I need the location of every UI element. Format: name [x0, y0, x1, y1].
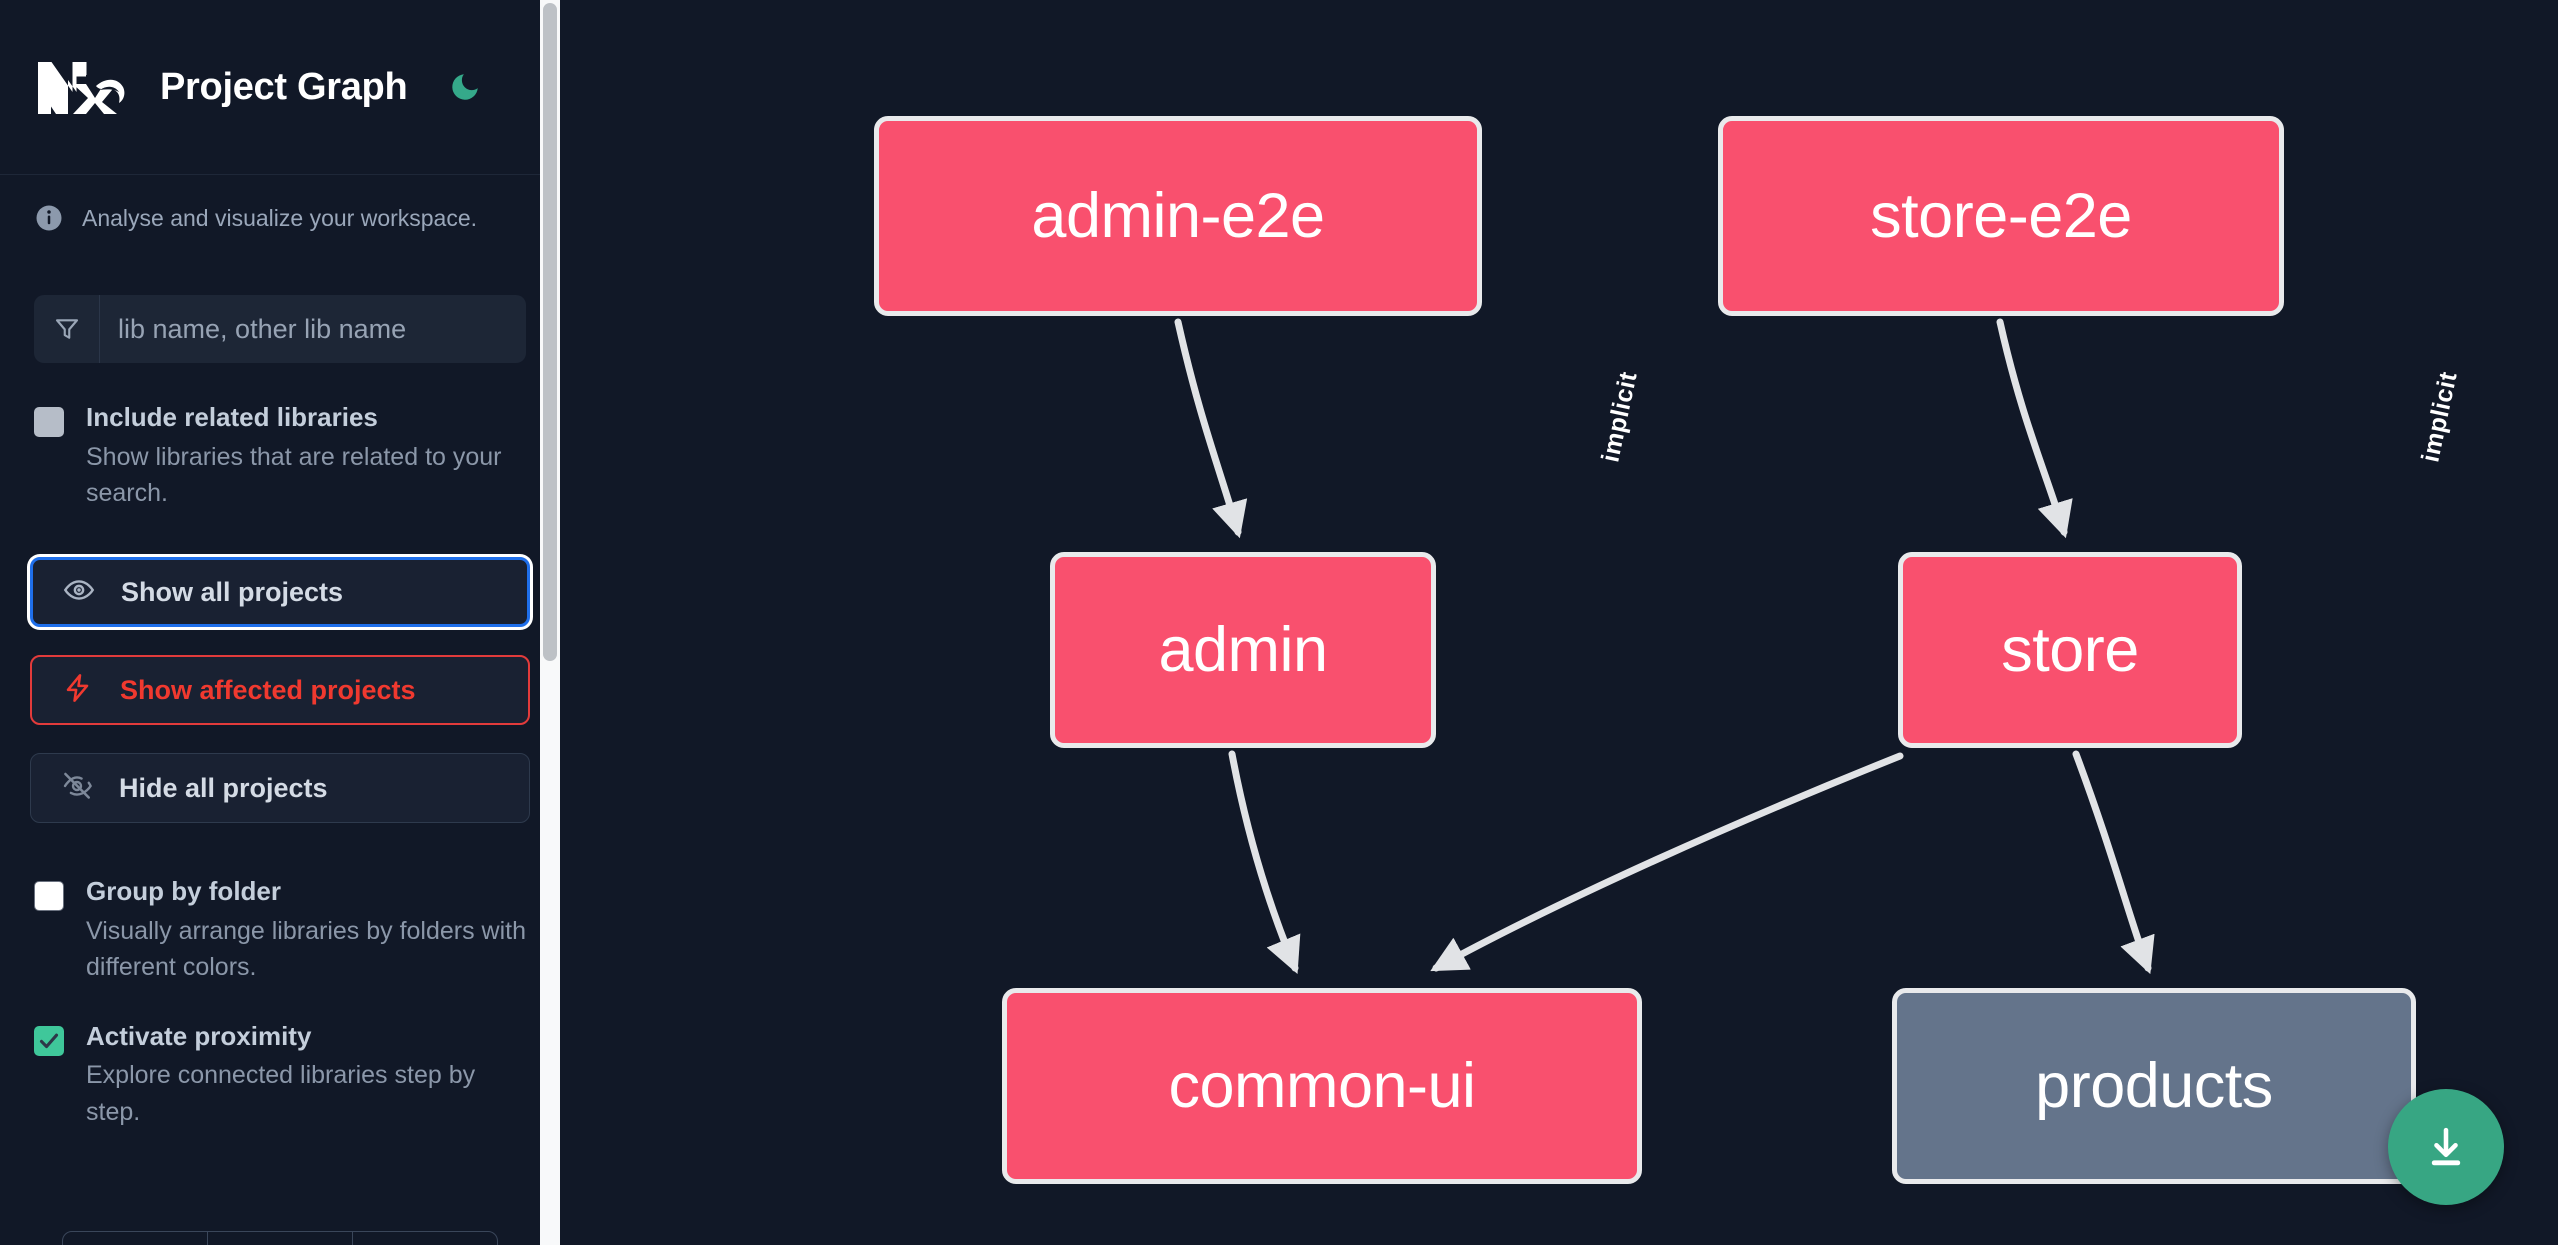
download-icon — [2431, 1127, 2461, 1166]
group-by-folder-checkbox[interactable] — [34, 881, 64, 912]
nx-logo — [34, 56, 126, 118]
graph-edges — [1174, 318, 2155, 975]
search-filter — [34, 295, 526, 363]
hide-all-projects-label: Hide all projects — [119, 772, 328, 803]
graph-node-common-ui[interactable]: common-ui — [1002, 988, 1642, 1184]
lightning-bolt-icon — [62, 672, 94, 709]
edge-store-e2e-to-store — [1996, 318, 2073, 539]
toggle-activate-proximity[interactable]: Activate proximity Explore connected lib… — [0, 1020, 560, 1130]
tagline: Analyse and visualize your workspace. — [0, 175, 560, 233]
toggle-group-by-folder[interactable]: Group by folder Visually arrange librari… — [0, 875, 560, 985]
edge-store-to-products — [2072, 750, 2155, 975]
segment-2[interactable] — [208, 1232, 353, 1245]
graph-node-products[interactable]: products — [1892, 988, 2416, 1184]
activate-proximity-checkbox[interactable] — [34, 1025, 64, 1056]
segment-1[interactable] — [63, 1232, 208, 1245]
project-graph-canvas[interactable]: admin-e2e store-e2e admin store common-u… — [560, 0, 2558, 1245]
group-by-folder-label: Group by folder — [86, 876, 281, 907]
graph-node-admin[interactable]: admin — [1050, 552, 1436, 748]
download-image-button[interactable] — [2388, 1089, 2504, 1205]
segment-3[interactable] — [353, 1232, 497, 1245]
moon-icon[interactable] — [443, 65, 487, 109]
include-related-label: Include related libraries — [86, 402, 378, 432]
sidebar-scrollbar-track[interactable] — [540, 0, 560, 1245]
group-by-folder-description: Visually arrange libraries by folders wi… — [86, 917, 527, 982]
include-related-description: Show libraries that are related to your … — [86, 442, 502, 508]
show-all-projects-label: Show all projects — [121, 576, 344, 607]
graph-node-store-e2e[interactable]: store-e2e — [1718, 116, 2284, 316]
show-affected-projects-label: Show affected projects — [120, 674, 416, 705]
activate-proximity-label: Activate proximity — [86, 1020, 312, 1051]
graph-node-admin-e2e[interactable]: admin-e2e — [874, 116, 1482, 316]
include-related-checkbox[interactable] — [34, 407, 64, 437]
proximity-segmented-control[interactable] — [62, 1231, 498, 1245]
eye-off-icon — [61, 770, 93, 807]
edge-admin-to-common-ui — [1228, 750, 1301, 975]
edge-admin-e2e-to-admin — [1174, 318, 1248, 539]
projects-button-group: Show all projects Show affected projects — [30, 557, 530, 824]
sidebar: Project Graph Analyse and visualize your… — [0, 0, 560, 1245]
hide-all-projects-button[interactable]: Hide all projects — [30, 753, 530, 824]
option-include-related[interactable]: Include related libraries Show libraries… — [0, 401, 560, 511]
page-title: Project Graph — [160, 65, 408, 108]
info-icon — [34, 203, 64, 233]
graph-node-store[interactable]: store — [1898, 552, 2242, 748]
activate-proximity-description: Explore connected libraries step by step… — [86, 1061, 476, 1126]
edge-store-to-common-ui — [1430, 752, 1904, 972]
search-input[interactable] — [100, 295, 526, 363]
eye-icon — [63, 574, 95, 611]
show-affected-projects-button[interactable]: Show affected projects — [30, 655, 530, 726]
show-all-projects-button[interactable]: Show all projects — [30, 557, 530, 628]
sidebar-scrollbar-thumb[interactable] — [543, 3, 557, 661]
tagline-text: Analyse and visualize your workspace. — [82, 204, 478, 231]
sidebar-header: Project Graph — [0, 0, 560, 175]
funnel-icon[interactable] — [34, 295, 100, 363]
